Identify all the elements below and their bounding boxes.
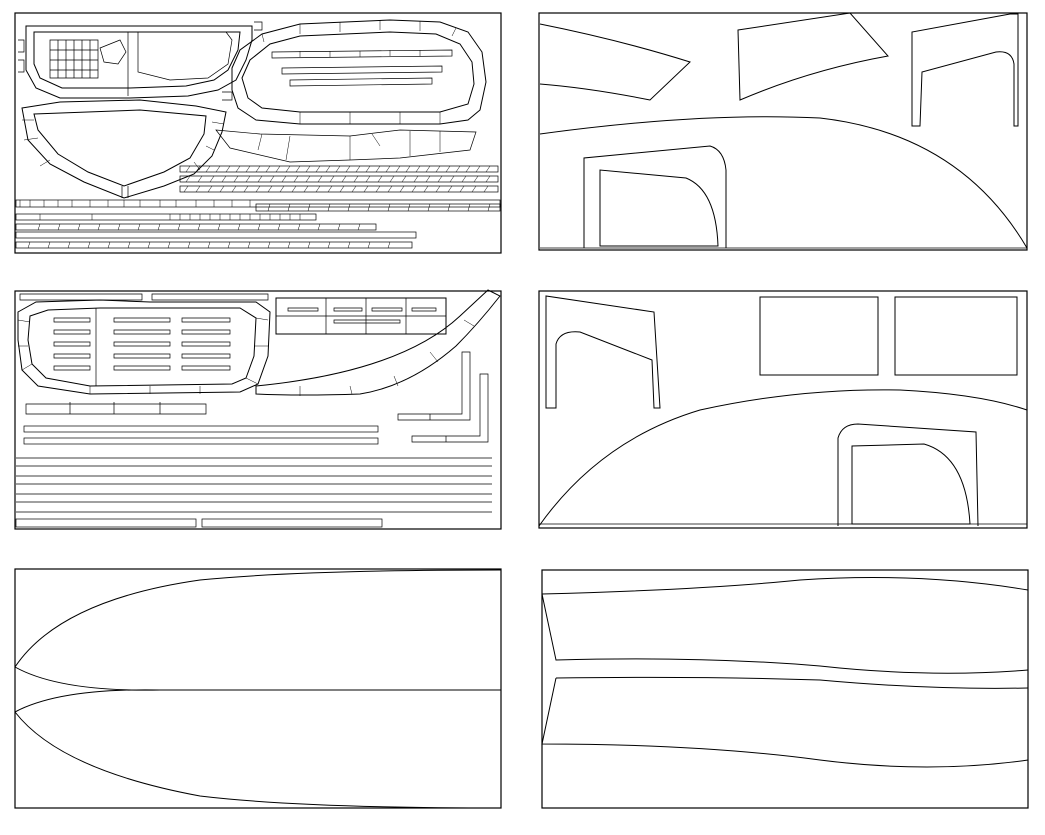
chine-rail-template: [215, 129, 477, 163]
deck-slot-upper-dividers: [299, 50, 421, 57]
side-curved-fin-piece: [539, 23, 691, 101]
deck-frame-inner-outline: [241, 31, 475, 113]
plank-strips: [15, 425, 492, 528]
transom-inner-outline: [33, 31, 241, 89]
slot-row-2: [53, 329, 231, 335]
hatch-frame-dividers: [276, 298, 446, 334]
bottom-panel-lower-curve: [14, 689, 502, 809]
side-mirrored-cabin-window: [851, 443, 971, 525]
cockpit-sole-outer-outline: [17, 299, 271, 395]
base-cradle-strip: [25, 402, 207, 415]
transom-grid: [49, 39, 99, 79]
deck-frame-outer-outline: [231, 19, 487, 125]
corner-bracket-upper: [397, 351, 471, 421]
panel-4-side-panel-template: [538, 290, 1028, 529]
panel-3-frame: [14, 290, 502, 530]
plank-strip: [23, 425, 379, 433]
bulkhead-outer-outline: [21, 99, 227, 199]
bottom-panel-upper-curve: [14, 569, 502, 668]
side-cabin-window-outline: [599, 169, 719, 247]
side-window-panel-left: [759, 296, 879, 376]
side-window-panel-right: [894, 296, 1018, 376]
panel-5-frame: [14, 568, 502, 809]
plank-strip: [15, 518, 197, 528]
plank-strip: [201, 518, 383, 528]
panel-5-bottom-panel-template: [14, 568, 502, 809]
transom-edge-tabs: [18, 21, 263, 101]
panel-1-frame: [14, 12, 502, 254]
panel-1-parts-layout: [14, 12, 502, 254]
stringer-strip: [15, 231, 417, 239]
side-mirrored-bracket-piece: [545, 295, 661, 409]
side-bracket-piece: [911, 13, 1019, 127]
corner-bracket-lower: [411, 373, 489, 443]
bulkhead-inner-outline: [33, 109, 207, 187]
side-mirrored-cabin-outer: [837, 423, 979, 527]
stringer-strip: [179, 165, 499, 173]
deck-slot-middle: [281, 65, 443, 75]
hatch-frame-slots: [287, 307, 437, 324]
deck-frame-ticks: [261, 20, 457, 124]
stringer-strip: [15, 223, 377, 231]
topside-strake-lower: [541, 676, 1029, 768]
slot-row-1: [53, 317, 231, 323]
hatch-frame-outer: [275, 297, 447, 335]
panel-6-topside-panel-template: [541, 569, 1029, 809]
stringer-strip: [15, 213, 317, 221]
cockpit-slot-grid: [53, 317, 231, 371]
bulkhead-tick-marks: [22, 119, 225, 171]
slot-row-3: [53, 341, 231, 347]
transom-centre-cutout: [137, 31, 233, 81]
bulkhead-keel-notch: [121, 186, 129, 198]
side-cabin-outer-outline: [583, 145, 727, 248]
panel-3-parts-layout: [14, 289, 502, 530]
gunwale-arc-strip: [255, 289, 501, 396]
panel-2-frame: [538, 12, 1028, 251]
cockpit-sole-inner-outline: [27, 307, 257, 387]
top-strip-long: [19, 293, 143, 301]
stringer-strip: [255, 203, 501, 212]
bottom-panel-centre-curve: [14, 666, 501, 691]
plank-strip: [23, 437, 379, 445]
slot-row-4: [53, 353, 231, 359]
top-strip-right: [151, 293, 269, 301]
slot-row-5: [53, 365, 231, 371]
gunwale-arc-ticks: [299, 319, 475, 396]
deck-slot-lower: [289, 77, 433, 87]
stringer-strip: [15, 199, 501, 208]
panel-6-frame: [541, 569, 1029, 809]
deck-slot-upper: [271, 49, 453, 59]
panel-4-frame: [538, 290, 1028, 529]
transom-small-cutout: [99, 39, 127, 65]
stringer-strip: [15, 241, 413, 249]
topside-strake-upper: [541, 577, 1029, 674]
side-mirrored-sheer-curve: [538, 389, 1028, 527]
transom-outer-outline: [25, 25, 253, 99]
stringer-strip: [179, 185, 499, 193]
longitudinal-stringer-strips: [15, 165, 501, 249]
chine-rail-dividers: [257, 131, 441, 161]
panel-2-side-panel-template: [538, 12, 1028, 251]
side-sheer-curve: [539, 116, 1028, 249]
cockpit-sole-edge-ticks: [17, 317, 269, 394]
stringer-strip: [179, 175, 499, 183]
side-trapezoid-window-piece: [737, 12, 889, 101]
stringer-hatching: [19, 165, 491, 249]
